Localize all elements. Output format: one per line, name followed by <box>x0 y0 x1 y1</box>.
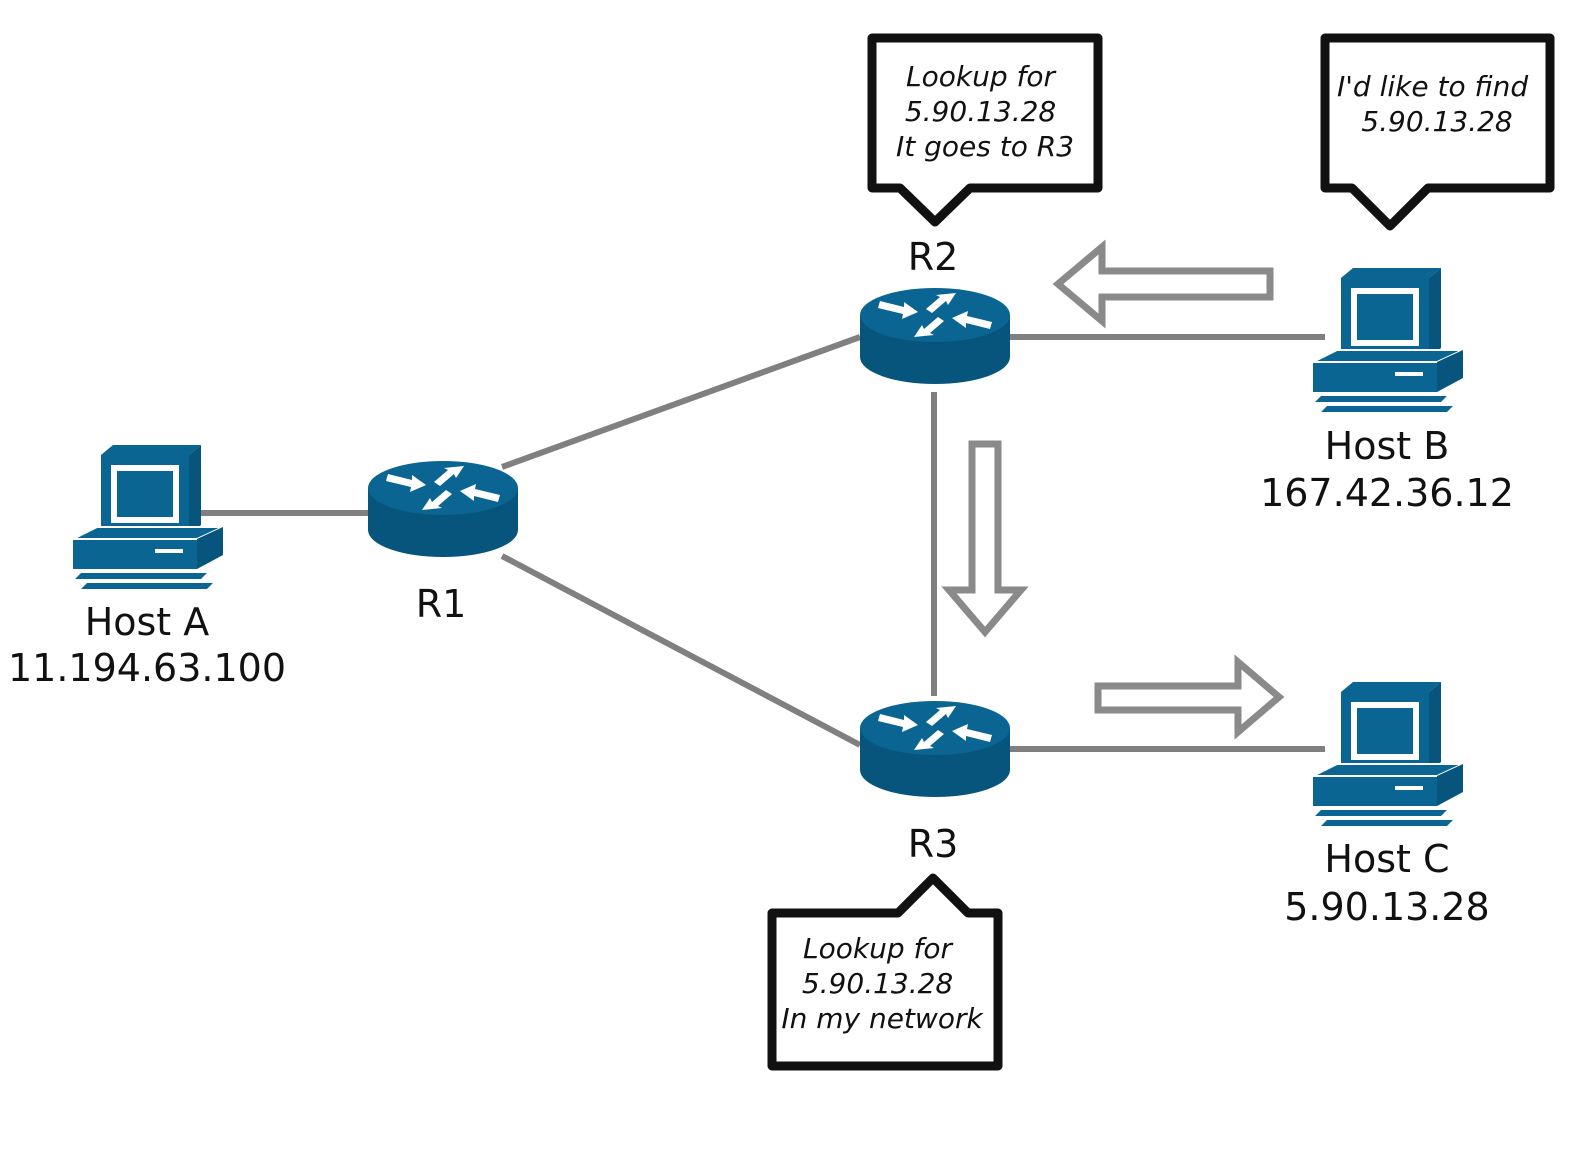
link-r1-r2 <box>500 334 862 470</box>
bubble-host-b-line-2: 5.90.13.28 <box>1361 105 1512 138</box>
host-c-name: Host C <box>1324 837 1449 881</box>
bubble-r3-line-1: Lookup for <box>803 932 953 965</box>
speech-bubble-r2 <box>867 33 1103 227</box>
link-r1-r3 <box>500 553 862 748</box>
router-r2[interactable]: R2 <box>860 235 1010 384</box>
speech-bubble-host-b <box>1320 33 1555 231</box>
bubble-r3-line-3: In my network <box>781 1002 984 1035</box>
router-r2-label: R2 <box>908 235 959 279</box>
router-r3-label: R3 <box>908 822 959 866</box>
svg-text:I'd like to find 5.90.13.2: I'd like to find 5.90.13.28 <box>1337 70 1537 138</box>
links <box>200 334 1325 752</box>
bubble-r3-line-2: 5.90.13.28 <box>802 967 953 1000</box>
computer-icon <box>1312 267 1464 413</box>
host-c-ip: 5.90.13.28 <box>1284 885 1489 929</box>
speech-bubble-r3 <box>767 873 1003 1071</box>
host-c[interactable]: Host C 5.90.13.28 <box>1284 681 1490 929</box>
host-a[interactable]: Host A 11.194.63.100 <box>8 444 286 690</box>
bubble-r2-line-1: Lookup for <box>906 60 1056 93</box>
down-arrow-icon <box>941 440 1029 638</box>
computer-icon <box>72 444 224 590</box>
router-r1-label: R1 <box>416 582 467 626</box>
computer-icon <box>1312 681 1464 827</box>
router-icon <box>860 288 1010 384</box>
host-b-name: Host B <box>1325 424 1450 468</box>
router-r3[interactable]: R3 <box>860 701 1010 866</box>
host-b[interactable]: Host B 167.42.36.12 <box>1260 267 1514 515</box>
host-a-name: Host A <box>85 600 210 644</box>
bubble-r2-line-3: It goes to R3 <box>896 130 1074 163</box>
bubble-host-b-line-1: I'd like to find <box>1337 70 1528 103</box>
host-b-ip: 167.42.36.12 <box>1260 471 1514 515</box>
svg-text:Lookup for 5.90.13.28: Lookup for 5.90.13.28 It goes to R3 <box>896 60 1074 163</box>
right-arrow-icon <box>1094 654 1285 740</box>
host-a-ip: 11.194.63.100 <box>8 646 286 690</box>
left-arrow-icon <box>1052 239 1274 329</box>
bubble-r2-line-2: 5.90.13.28 <box>905 95 1056 128</box>
router-r1[interactable]: R1 <box>368 461 518 626</box>
router-icon <box>860 701 1010 797</box>
svg-text:Lookup for 5.90.13.28: Lookup for 5.90.13.28 In my network <box>781 932 984 1035</box>
router-icon <box>368 461 518 557</box>
